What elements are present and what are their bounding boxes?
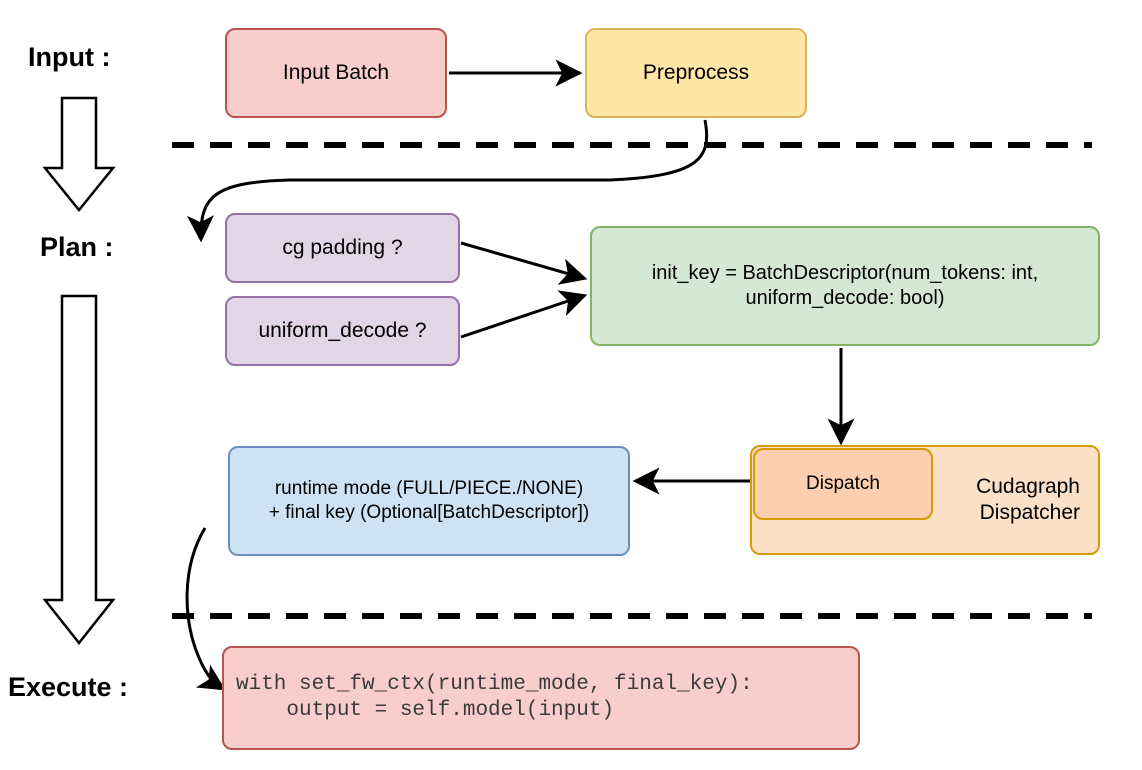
node-cudagraph-dispatcher-line-1: Cudagraph bbox=[976, 474, 1080, 498]
arrow-cg-padding-to-init-key bbox=[460, 241, 588, 285]
arrow-runtime-mode-to-execute bbox=[185, 527, 226, 691]
node-runtime-mode-line-2: + final key (Optional[BatchDescriptor]) bbox=[268, 502, 590, 523]
node-preprocess[interactable]: Preprocess bbox=[585, 28, 807, 118]
node-preprocess-label: Preprocess bbox=[642, 60, 750, 84]
arrow-uniform-decode-to-init-key bbox=[460, 290, 588, 339]
node-init-key[interactable]: init_key = BatchDescriptor(num_tokens: i… bbox=[590, 226, 1100, 346]
block-arrow-input-to-plan bbox=[42, 96, 116, 212]
stage-label-execute-text: Execute : bbox=[8, 672, 129, 702]
stage-label-input: Input : bbox=[28, 42, 110, 73]
node-input-batch-label: Input Batch bbox=[282, 60, 390, 84]
node-cg-padding[interactable]: cg padding ? bbox=[225, 213, 460, 283]
node-execute-code-line-1: with set_fw_ctx(runtime_mode, final_key)… bbox=[236, 672, 753, 696]
node-uniform-decode-label: uniform_decode ? bbox=[258, 318, 427, 342]
stage-label-input-text: Input : bbox=[28, 42, 111, 72]
node-execute-code-line-2: output = self.model(input) bbox=[236, 699, 615, 722]
stage-label-execute: Execute : bbox=[8, 672, 128, 703]
node-execute-code[interactable]: with set_fw_ctx(runtime_mode, final_key)… bbox=[222, 646, 860, 750]
node-cg-padding-label: cg padding ? bbox=[282, 235, 403, 259]
node-dispatch[interactable]: Dispatch bbox=[753, 448, 933, 520]
node-uniform-decode[interactable]: uniform_decode ? bbox=[225, 296, 460, 366]
node-runtime-mode-line-1: runtime mode (FULL/PIECE./NONE) bbox=[274, 478, 584, 500]
block-arrow-plan-to-execute bbox=[42, 294, 116, 646]
stage-label-plan-text: Plan : bbox=[40, 232, 114, 262]
stage-label-plan: Plan : bbox=[40, 232, 114, 263]
node-input-batch[interactable]: Input Batch bbox=[225, 28, 447, 118]
node-dispatch-label: Dispatch bbox=[806, 473, 880, 495]
node-init-key-line-1: init_key = BatchDescriptor(num_tokens: i… bbox=[651, 262, 1039, 284]
node-init-key-line-2: uniform_decode: bool) bbox=[745, 287, 945, 309]
node-cudagraph-dispatcher-line-2: Dispatcher bbox=[979, 501, 1080, 524]
node-runtime-mode[interactable]: runtime mode (FULL/PIECE./NONE) + final … bbox=[228, 446, 630, 556]
